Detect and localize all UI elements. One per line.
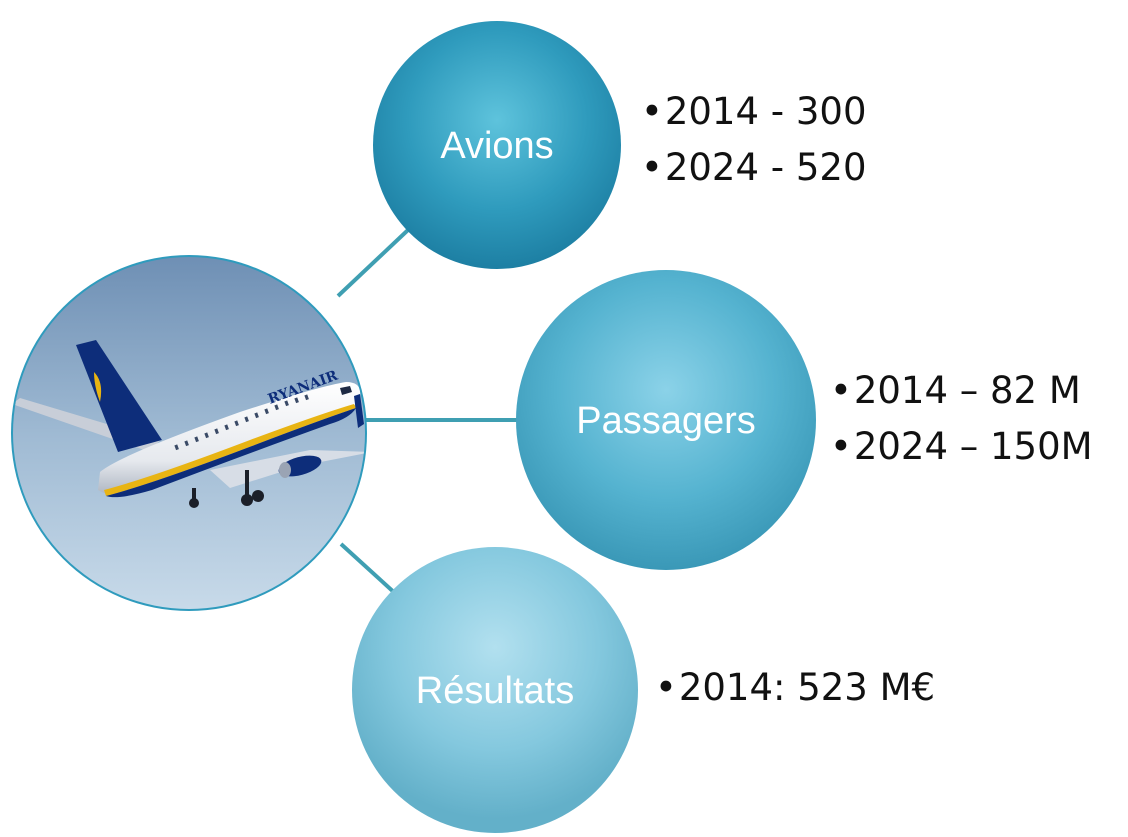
- connector-avions: [336, 228, 410, 298]
- center-image-circle: RYANAIR: [11, 255, 367, 611]
- bullet-avions-2014: 2014 - 300: [641, 84, 867, 140]
- bullets-avions: 2014 - 300 2024 - 520: [641, 84, 867, 196]
- node-resultats-label: Résultats: [416, 670, 574, 712]
- bullet-passagers-2014: 2014 – 82 M: [830, 363, 1093, 419]
- bullet-avions-2024: 2024 - 520: [641, 140, 867, 196]
- node-passagers: Passagers: [516, 270, 816, 570]
- connectors: [336, 228, 517, 597]
- bullet-passagers-2024: 2024 – 150M: [830, 419, 1093, 475]
- node-resultats: Résultats: [352, 547, 638, 833]
- bullet-resultats-2014: 2014: 523 M€: [655, 660, 935, 716]
- node-passagers-label: Passagers: [576, 400, 756, 442]
- bullets-passagers: 2014 – 82 M 2024 – 150M: [830, 363, 1093, 475]
- node-avions: Avions: [373, 21, 621, 269]
- connector-resultats: [339, 542, 399, 597]
- bullets-resultats: 2014: 523 M€: [655, 660, 935, 716]
- node-avions-label: Avions: [440, 125, 553, 167]
